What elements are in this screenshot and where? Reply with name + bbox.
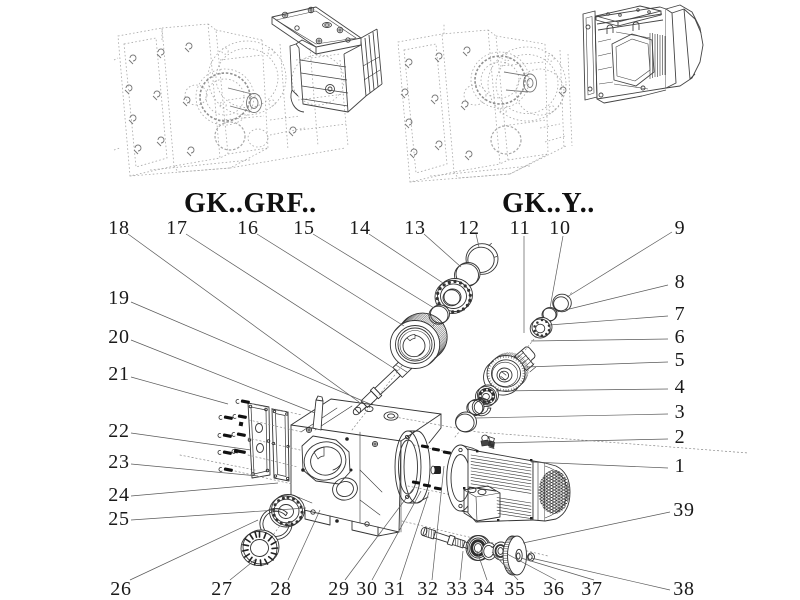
svg-text:30: 30 (356, 578, 378, 600)
svg-text:14: 14 (349, 217, 371, 239)
svg-text:17: 17 (166, 217, 188, 239)
svg-text:34: 34 (473, 578, 495, 600)
svg-text:32: 32 (417, 578, 439, 600)
svg-text:5: 5 (675, 349, 686, 371)
svg-text:2: 2 (675, 426, 686, 448)
svg-text:37: 37 (581, 578, 603, 600)
svg-text:28: 28 (270, 578, 292, 600)
svg-text:21: 21 (108, 363, 130, 385)
svg-text:3: 3 (675, 401, 686, 423)
svg-text:16: 16 (237, 217, 259, 239)
svg-text:24: 24 (108, 484, 130, 506)
svg-text:6: 6 (675, 326, 686, 348)
svg-text:22: 22 (108, 420, 130, 442)
svg-text:25: 25 (108, 508, 130, 530)
svg-text:29: 29 (328, 578, 350, 600)
svg-text:9: 9 (675, 217, 686, 239)
svg-text:23: 23 (108, 451, 130, 473)
svg-text:10: 10 (549, 217, 571, 239)
svg-text:20: 20 (108, 326, 130, 348)
svg-text:27: 27 (211, 578, 233, 600)
svg-text:36: 36 (543, 578, 565, 600)
svg-text:26: 26 (110, 578, 132, 600)
svg-text:18: 18 (108, 217, 130, 239)
svg-text:13: 13 (404, 217, 426, 239)
svg-text:12: 12 (458, 217, 480, 239)
svg-text:7: 7 (675, 303, 686, 325)
svg-text:1: 1 (675, 455, 686, 477)
svg-text:31: 31 (384, 578, 406, 600)
svg-text:33: 33 (446, 578, 468, 600)
svg-text:19: 19 (108, 287, 130, 309)
svg-text:8: 8 (675, 271, 686, 293)
svg-text:4: 4 (675, 376, 686, 398)
svg-text:15: 15 (293, 217, 315, 239)
svg-text:35: 35 (504, 578, 526, 600)
svg-text:39: 39 (673, 499, 695, 521)
svg-text:38: 38 (673, 578, 695, 600)
svg-text:11: 11 (510, 217, 531, 239)
